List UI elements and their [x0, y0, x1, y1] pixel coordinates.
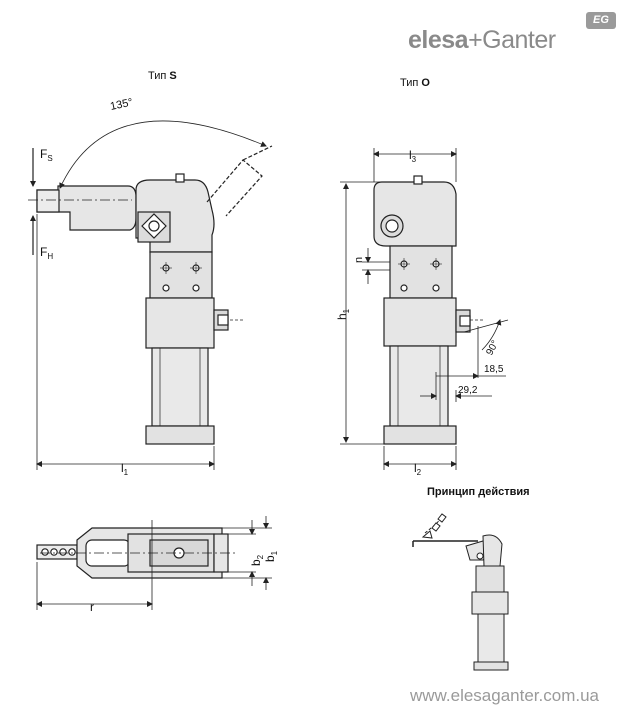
principle-diagram [412, 513, 509, 671]
elesa-ganter-logo: elesa+Ganter [408, 26, 556, 55]
dim-18-5-label: 18,5 [484, 364, 504, 375]
principle-title: Принцип действия [427, 486, 530, 498]
dim-h1-label: h1 [335, 308, 351, 320]
dim-l1-label: l1 [121, 461, 129, 477]
logo-plus: + [468, 26, 483, 54]
logo-word-ganter: Ganter [482, 26, 556, 54]
angle-135-label: 135° [109, 96, 134, 112]
type-s-title: Тип S [148, 70, 177, 82]
dim-l2-label: l2 [414, 461, 422, 477]
dim-n-label: n [353, 257, 365, 263]
type-o-title: Тип O [400, 77, 430, 89]
dim-b2-label: b2 [249, 554, 265, 566]
eg-badge-logo: EG [586, 12, 616, 29]
dim-29-2-label: 29,2 [458, 385, 478, 396]
force-h-label: FH [40, 245, 53, 261]
angle-90-label: 90° [484, 339, 501, 358]
logo-word-elesa: elesa [408, 26, 469, 54]
dim-r-label: r [90, 600, 94, 614]
dim-b1-label: b1 [263, 550, 279, 562]
force-s-label: FS [40, 147, 53, 163]
website-url[interactable]: www.elesaganter.com.ua [410, 686, 599, 705]
dim-l3-label: l3 [409, 148, 417, 164]
type-s-dimensions [30, 120, 267, 470]
type-s-clamp [28, 145, 273, 445]
top-view-clamp [36, 527, 236, 579]
type-o-clamp [373, 175, 471, 445]
top-view-dimensions [36, 516, 272, 610]
type-o-dimensions [340, 148, 509, 470]
